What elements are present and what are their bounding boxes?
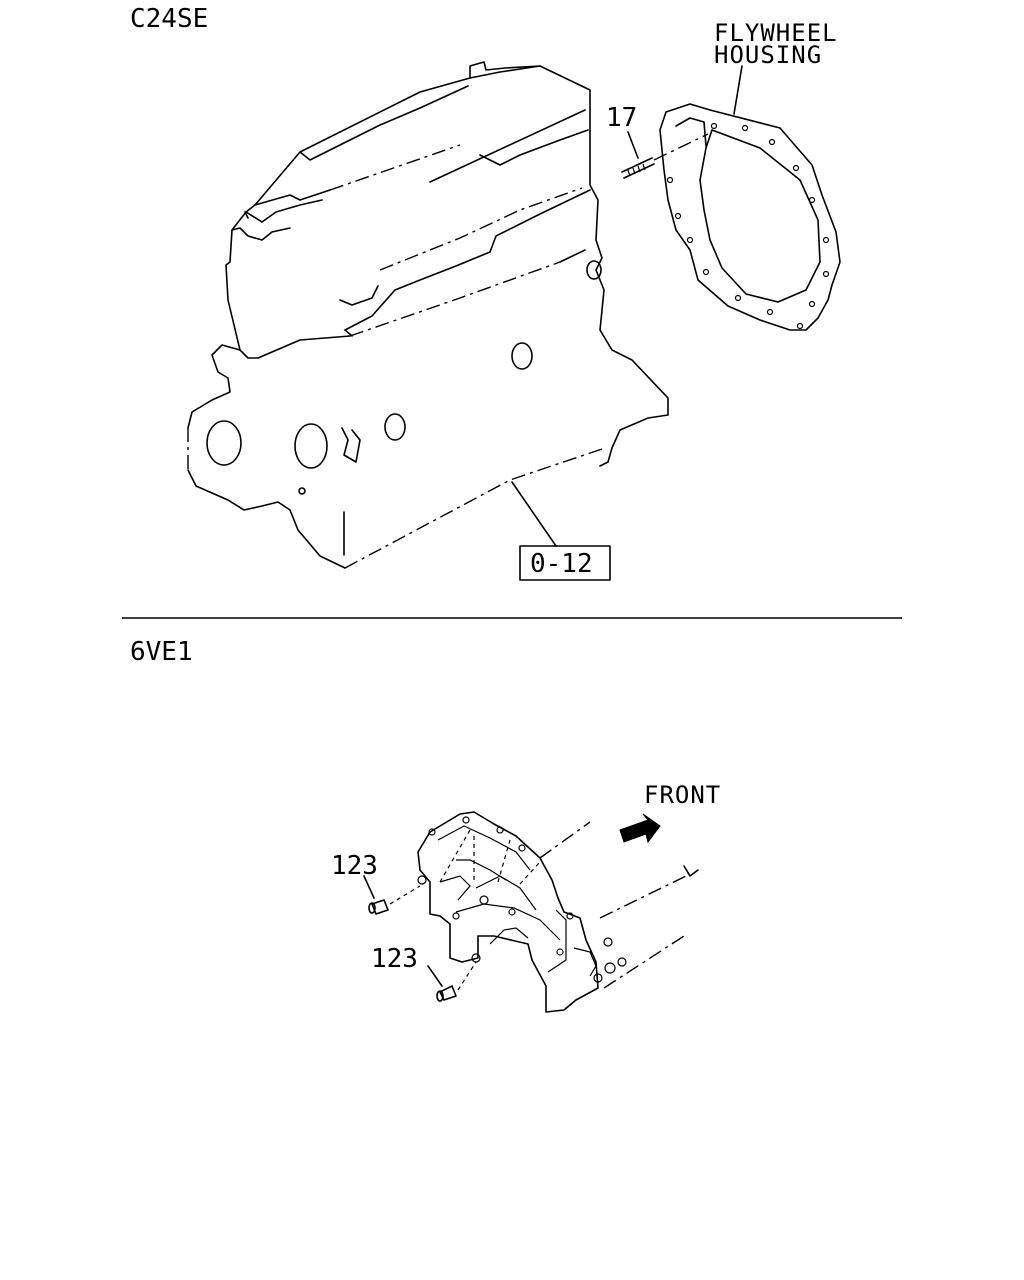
rear-housing-drawing xyxy=(417,811,699,1013)
flywheel-housing-label-line2: HOUSING xyxy=(714,41,822,69)
reference-box-label: 0-12 xyxy=(530,549,593,579)
part-number-dowel-upper: 123 xyxy=(331,851,378,881)
engine-block-drawing xyxy=(187,61,669,569)
section-model-label: 6VE1 xyxy=(130,637,193,667)
dowel-pin-upper xyxy=(363,875,421,915)
flywheel-housing-label-line1: FLYWHEEL xyxy=(714,19,838,47)
part-number-stud: 17 xyxy=(606,103,637,133)
reference-box xyxy=(519,545,611,581)
section-model-label: C24SE xyxy=(130,4,208,34)
front-arrow-icon xyxy=(619,813,661,844)
dowel-pin-lower xyxy=(427,961,477,1002)
part-number-dowel-lower: 123 xyxy=(371,944,418,974)
flywheel-housing-drawing xyxy=(621,65,841,331)
reference-leader-line xyxy=(511,481,557,547)
front-direction-label: FRONT xyxy=(644,781,721,809)
